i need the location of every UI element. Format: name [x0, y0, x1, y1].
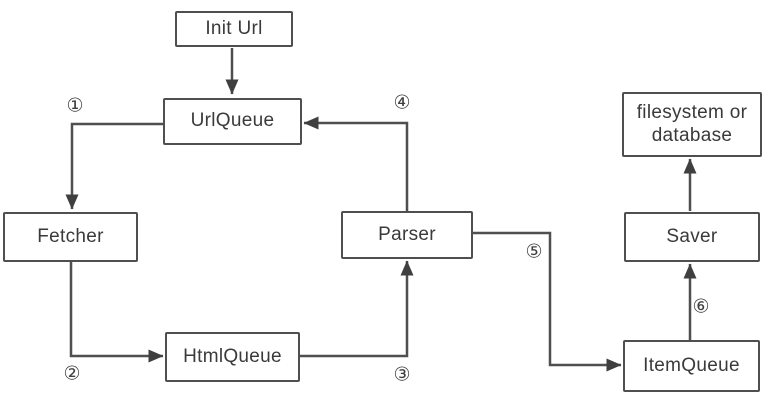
node-init-url: Init Url	[175, 11, 293, 47]
node-fetcher: Fetcher	[3, 212, 138, 262]
connector-parser-to-urlqueue	[303, 116, 409, 211]
step-label-4: ④	[393, 91, 411, 114]
connector-fetcher-to-htmlqueue	[69, 262, 164, 363]
node-filesystem-or-database: filesystem or database	[622, 92, 762, 157]
node-html-queue: HtmlQueue	[165, 332, 300, 382]
connector-htmlqueue-to-parser	[300, 260, 414, 358]
node-parser: Parser	[341, 211, 473, 259]
node-url-queue: UrlQueue	[163, 98, 302, 145]
step-label-2: ②	[63, 362, 81, 385]
step-label-1: ①	[66, 94, 84, 117]
step-label-5: ⑤	[525, 240, 543, 263]
node-saver: Saver	[624, 212, 760, 262]
connector-parser-to-itemqueue	[473, 231, 622, 372]
connector-urlqueue-to-fetcher	[65, 122, 163, 210]
node-item-queue: ItemQueue	[623, 340, 760, 392]
step-label-6: ⑥	[692, 295, 710, 318]
step-label-3: ③	[393, 363, 411, 386]
